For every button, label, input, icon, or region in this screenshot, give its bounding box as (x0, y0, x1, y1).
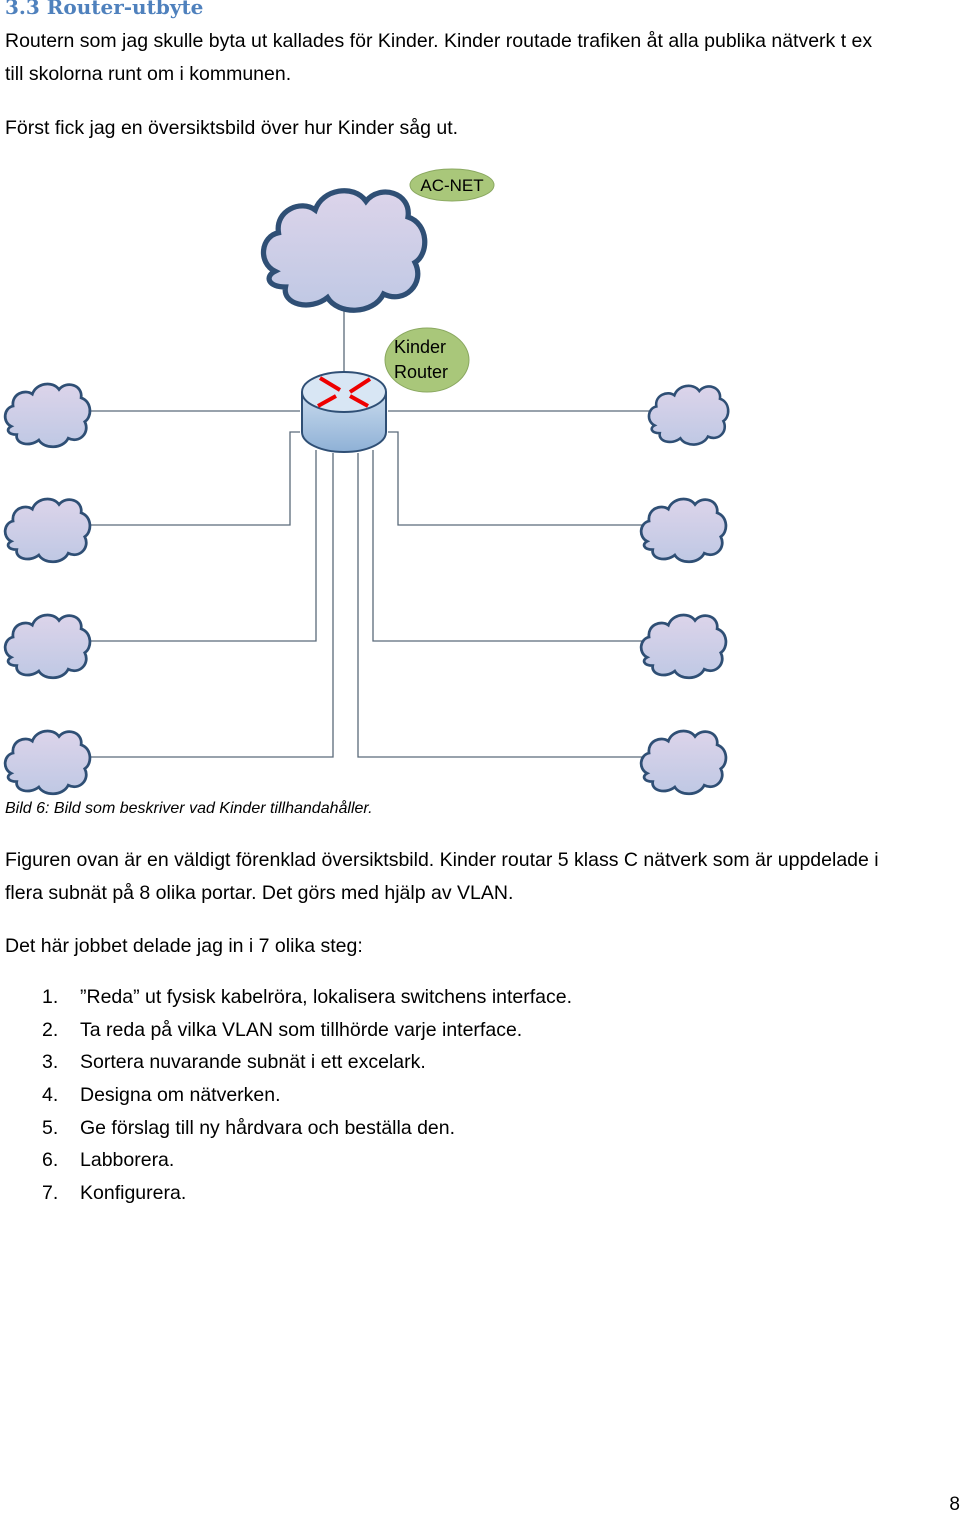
figure-caption: Bild 6: Bild som beskriver vad Kinder ti… (5, 800, 373, 817)
cloud-icon (639, 497, 728, 564)
cloud-icon (647, 384, 730, 446)
svg-text:Router: Router (394, 362, 448, 382)
page-number: 8 (949, 1494, 960, 1515)
list-item: 2. Ta reda på vilka VLAN som tillhörde va… (42, 1019, 572, 1052)
acnet-cloud-icon (263, 191, 424, 311)
list-number: 3. (42, 1051, 59, 1074)
list-text: Sortera nuvarande subnät i ett excelark. (80, 1051, 426, 1074)
acnet-label: AC-NET (409, 168, 495, 202)
list-item: 7. Konfigurera. (42, 1182, 572, 1215)
section-heading: 3.3 Router-utbyte (5, 0, 204, 19)
list-text: Ge förslag till ny hårdvara och beställa… (80, 1116, 456, 1139)
list-number: 1. (42, 986, 59, 1008)
list-number: 2. (42, 1018, 59, 1041)
router-icon (301, 371, 387, 453)
list-item: 3. Sortera nuvarande subnät i ett excelar… (42, 1051, 572, 1084)
paragraph-line: Figuren ovan är en väldigt förenklad öve… (5, 849, 879, 871)
cloud-icon (3, 382, 92, 449)
router-label: Kinder Router (384, 327, 470, 393)
list-item: 6. Labborera. (42, 1149, 572, 1182)
steps-list: 1. ”Reda” ut fysisk kabelröra, lokalisera… (42, 986, 572, 1215)
cloud-icon (3, 729, 92, 796)
paragraph: Först fick jag en översiktsbild över hur… (5, 117, 459, 139)
list-item: 4. Designa om nätverken. (42, 1084, 572, 1117)
paragraph-line: till skolorna runt om i kommunen. (5, 63, 292, 85)
cloud-icon (3, 497, 92, 564)
list-text: Designa om nätverken. (80, 1084, 281, 1107)
paragraph-line: flera subnät på 8 olika portar. Det görs… (5, 882, 514, 904)
list-number: 6. (42, 1149, 59, 1172)
paragraph-line: Routern som jag skulle byta ut kallades … (5, 30, 873, 52)
cloud-icon (3, 613, 92, 680)
cloud-icon (639, 729, 728, 796)
svg-text:AC-NET: AC-NET (420, 176, 483, 195)
network-diagram: AC-NET Kinder Router (3, 168, 730, 796)
list-text: Ta reda på vilka VLAN som tillhörde varj… (80, 1018, 523, 1041)
svg-text:Kinder: Kinder (394, 337, 446, 357)
list-number: 7. (42, 1182, 59, 1205)
list-item: 5. Ge förslag till ny hårdvara och bestäl… (42, 1117, 572, 1150)
list-text: Labborera. (80, 1149, 175, 1172)
list-number: 5. (42, 1116, 59, 1139)
cloud-icon (639, 613, 728, 680)
list-text: ”Reda” ut fysisk kabelröra, lokalisera s… (80, 986, 573, 1008)
list-item: 1. ”Reda” ut fysisk kabelröra, lokalisera… (42, 986, 572, 1019)
paragraph: Det här jobbet delade jag in i 7 olika s… (5, 935, 363, 957)
list-text: Konfigurera. (80, 1182, 187, 1205)
list-number: 4. (42, 1084, 59, 1107)
